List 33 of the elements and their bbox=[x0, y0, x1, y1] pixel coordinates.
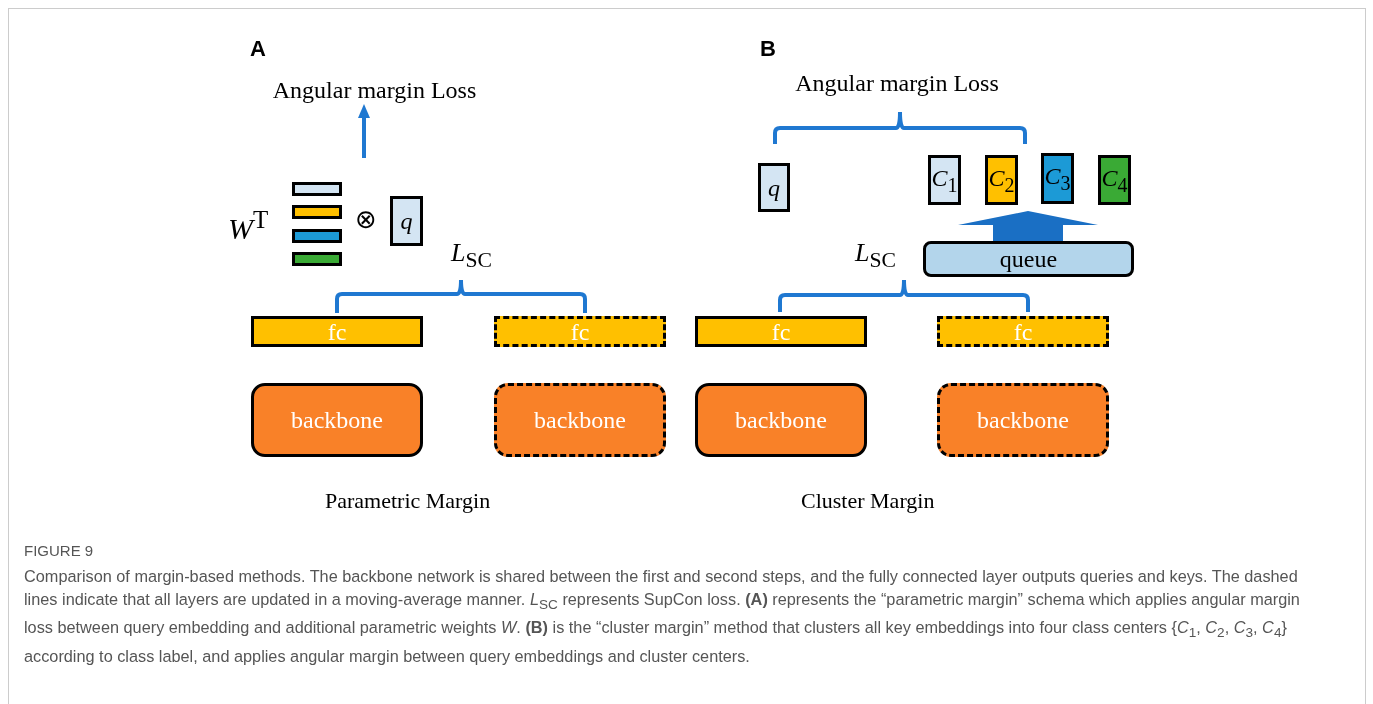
loss-heading: Angular margin Loss bbox=[784, 68, 1010, 98]
queue-box: queue bbox=[923, 241, 1134, 277]
fc-layer-box: fc bbox=[695, 316, 867, 347]
loss-heading: Angular margin Loss bbox=[262, 70, 487, 110]
loss-symbol: L$_{SC}$ bbox=[855, 240, 896, 272]
weight-bar bbox=[292, 182, 342, 196]
backbone-box: backbone bbox=[251, 383, 423, 457]
figure-caption: Comparison of margin-based methods. The backbone network is shared between the first and second steps, and the fully connected layer outputs queries and keys. The dashed lines indicate that all layers are updated in a moving-average manner. L$_{SC}$ represents SupCon loss. (A) represents the “parametric margin” schema which applies angular margin loss between query embedding and additional parametric weights W. (B) is the “cluster margin” method that clusters all key embeddings into four class centers {C$_{1}$, C$_{2}$, C$_{3}$, C$_{4}$} according to class label, and applies angular margin between query embeddings and cluster centers. bbox=[24, 566, 1301, 667]
operator-symbol: ⊗ bbox=[355, 206, 377, 232]
arrow bbox=[358, 104, 370, 158]
dashed-backbone-box: backbone bbox=[937, 383, 1109, 457]
figure-label: FIGURE 9 bbox=[24, 543, 94, 558]
center-box: C$_{1}$ bbox=[928, 155, 961, 205]
panel-letter: B bbox=[760, 38, 776, 60]
weight-bar bbox=[292, 229, 342, 243]
weight-bar bbox=[292, 205, 342, 219]
fc-layer-box: fc bbox=[251, 316, 423, 347]
center-box: C$_{3}$ bbox=[1041, 153, 1074, 204]
panel-letter: A bbox=[250, 38, 266, 60]
matrix-symbol: W$^{T}$ bbox=[228, 207, 269, 244]
weight-bar bbox=[292, 252, 342, 266]
dashed-fc-layer-box: fc bbox=[494, 316, 666, 347]
center-box: C$_{4}$ bbox=[1098, 155, 1131, 205]
query-box: q bbox=[758, 163, 790, 212]
panel-caption: Cluster Margin bbox=[801, 490, 935, 512]
center-box: C$_{2}$ bbox=[985, 155, 1018, 205]
dashed-backbone-box: backbone bbox=[494, 383, 666, 457]
block-arrow bbox=[958, 211, 1098, 241]
query-box: q bbox=[390, 196, 423, 246]
loss-symbol: L$_{SC}$ bbox=[451, 240, 492, 272]
panel-caption: Parametric Margin bbox=[325, 490, 491, 512]
backbone-box: backbone bbox=[695, 383, 867, 457]
dashed-fc-layer-box: fc bbox=[937, 316, 1109, 347]
